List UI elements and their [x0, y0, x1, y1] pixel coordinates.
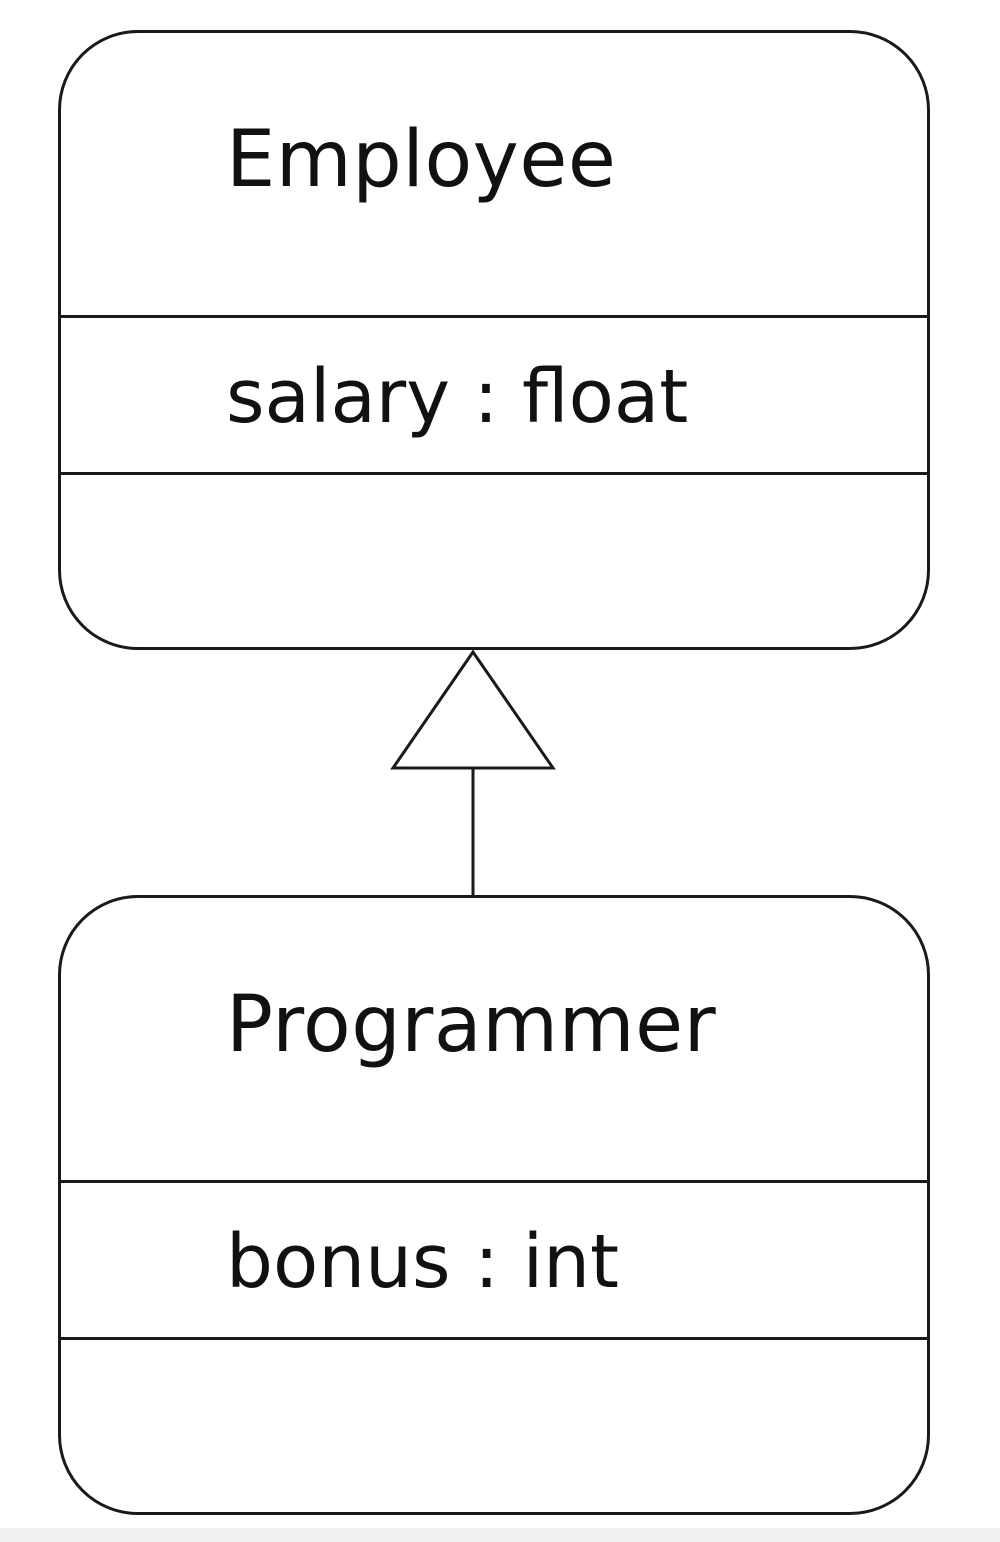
employee-class-name: Employee	[226, 115, 617, 205]
programmer-class-box: Programmer bonus : int	[58, 895, 930, 1515]
image-bottom-edge	[0, 1528, 1000, 1542]
employee-methods-compartment	[61, 475, 927, 647]
programmer-attributes-compartment: bonus : int	[61, 1180, 927, 1340]
programmer-methods-compartment	[61, 1340, 927, 1512]
programmer-attribute-bonus: bonus : int	[226, 1219, 620, 1305]
inheritance-triangle-icon	[390, 649, 556, 770]
employee-attributes-compartment: salary : float	[61, 315, 927, 475]
programmer-class-name: Programmer	[226, 980, 717, 1070]
programmer-name-compartment: Programmer	[61, 898, 927, 1180]
employee-class-box: Employee salary : float	[58, 30, 930, 650]
employee-name-compartment: Employee	[61, 33, 927, 315]
employee-attribute-salary: salary : float	[226, 354, 689, 440]
